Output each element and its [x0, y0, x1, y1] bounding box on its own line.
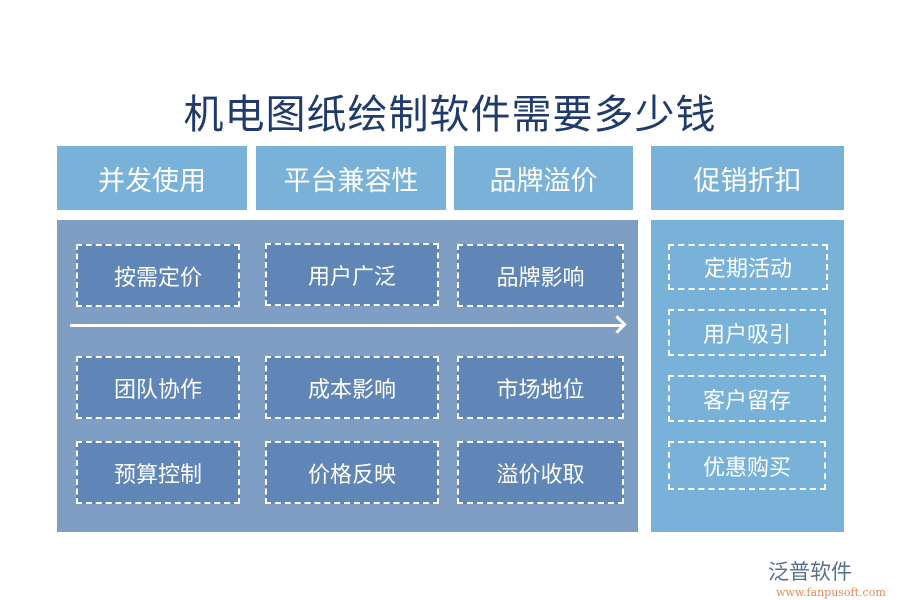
header-promotion-discount: 促销折扣	[651, 146, 844, 210]
item-team-collab: 团队协作	[76, 356, 240, 419]
logo-url: www.fanpusoft.com	[776, 586, 886, 599]
item-user-attraction: 用户吸引	[668, 309, 826, 356]
item-regular-events: 定期活动	[668, 244, 828, 290]
page-title: 机电图纸绘制软件需要多少钱	[183, 92, 717, 138]
flow-arrow	[70, 315, 627, 334]
logo-name: 泛普软件	[768, 560, 852, 584]
item-on-demand-pricing: 按需定价	[76, 244, 240, 307]
item-budget-control: 预算控制	[76, 441, 240, 504]
item-wide-users: 用户广泛	[265, 243, 439, 306]
item-customer-retention: 客户留存	[668, 375, 826, 422]
item-cost-impact: 成本影响	[265, 356, 439, 419]
item-premium-charge: 溢价收取	[457, 441, 624, 504]
header-platform-compat: 平台兼容性	[256, 146, 446, 210]
fanpu-logo: 泛普软件 www.fanpusoft.com	[768, 556, 886, 599]
item-discount-purchase: 优惠购买	[668, 441, 826, 490]
item-price-reflect: 价格反映	[265, 441, 439, 504]
header-brand-premium: 品牌溢价	[454, 146, 633, 210]
header-concurrent-use: 并发使用	[57, 146, 247, 210]
item-market-position: 市场地位	[457, 356, 624, 419]
item-brand-influence: 品牌影响	[457, 244, 624, 307]
